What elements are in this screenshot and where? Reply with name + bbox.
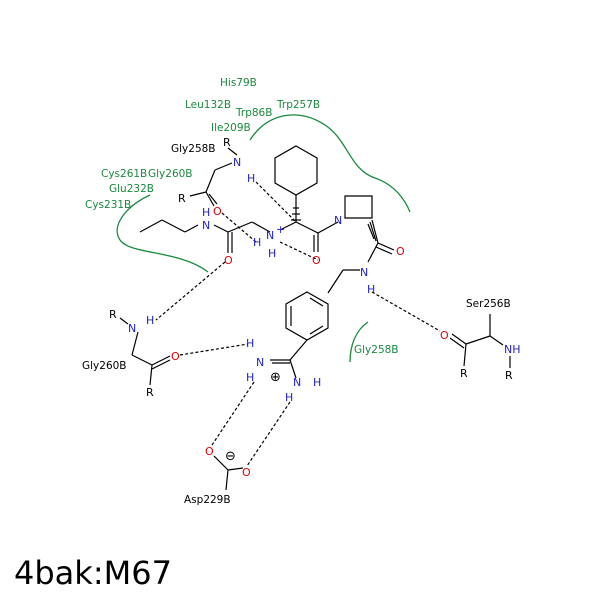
- residue-trp86b: Trp86B: [235, 107, 272, 119]
- atom-o-carbonyl: O: [312, 254, 321, 267]
- atom-o-ser256: O: [440, 329, 449, 342]
- residue-gly258b-green: Gly258B: [354, 344, 399, 356]
- hbond-7: [211, 381, 255, 446]
- atom-r-gly258-left: R: [178, 192, 186, 205]
- label-asp229b: Asp229B: [184, 494, 231, 506]
- diagram-title: 4bak:M67: [14, 554, 172, 592]
- residue-cys261b: Cys261B: [101, 168, 147, 180]
- atom-nh-ser256: NH: [504, 343, 521, 356]
- hbond-2: [221, 212, 257, 243]
- atom-h-amidine-4: H: [285, 391, 293, 404]
- atom-h-amidine-3: H: [313, 376, 321, 389]
- residue-gly260b-green: Gly260B: [148, 168, 193, 180]
- label-gly258b: Gly258B: [171, 143, 216, 155]
- residue-ile209b: Ile209B: [211, 122, 251, 134]
- atom-o-amide-right: O: [396, 245, 405, 258]
- atom-n-amide-right: N: [360, 266, 368, 279]
- atom-h-nplus-1: H: [253, 236, 261, 249]
- hbond-6: [179, 343, 249, 356]
- label-ser256b: Ser256B: [466, 298, 511, 310]
- atom-h-amidine-2: H: [246, 371, 254, 384]
- hbond-4: [155, 261, 226, 321]
- azetidine-ring: [344, 195, 373, 219]
- hbond-5: [371, 291, 441, 332]
- atom-r-ser256-right: R: [505, 369, 513, 382]
- hbond-1: [255, 181, 297, 223]
- atom-labels: R N H R O H N O N + H H O N O N H R N H …: [109, 136, 521, 479]
- atom-n-amidine-1: N: [256, 356, 264, 369]
- atom-o-asp229-1: O: [205, 445, 214, 458]
- atom-n-gly258: N: [233, 156, 241, 169]
- atom-n-plus: N: [266, 229, 274, 242]
- charge-positive: ⊕: [270, 370, 281, 385]
- benzene-ring: [285, 291, 329, 341]
- hydrophobic-arcs: [116, 114, 411, 363]
- atom-h-gly258: H: [247, 172, 255, 185]
- charge-negative: ⊖: [225, 449, 236, 464]
- atom-plus-sign: +: [276, 223, 285, 236]
- atom-h-amide-left: H: [202, 206, 210, 219]
- atom-n-azetidine: N: [334, 214, 342, 227]
- residue-leu132b: Leu132B: [185, 99, 231, 111]
- atom-r-gly260-top: R: [109, 308, 117, 321]
- atom-r-gly260-bottom: R: [146, 386, 154, 399]
- residue-trp257b: Trp257B: [276, 99, 320, 111]
- hydrogen-bonds: [155, 181, 441, 467]
- atom-o-asp229-2: O: [242, 466, 251, 479]
- atom-r-ser256-left: R: [460, 367, 468, 380]
- atom-n-amide-left: N: [202, 219, 210, 232]
- hbond-3: [279, 241, 319, 261]
- cyclohexane-ring: [274, 145, 318, 196]
- residue-his79b: His79B: [220, 77, 257, 89]
- hbond-8: [246, 401, 291, 467]
- atom-h-amide-right: H: [367, 283, 375, 296]
- residue-labels: His79B Leu132B Trp86B Trp257B Ile209B Cy…: [85, 77, 399, 356]
- atom-n-amidine-2: N: [293, 376, 301, 389]
- atom-n-gly260: N: [128, 322, 136, 335]
- atom-r-gly258-top: R: [223, 136, 231, 149]
- residue-labels-black: Gly258B Gly260B Ser256B Asp229B: [82, 143, 511, 506]
- atom-h-gly260: H: [146, 314, 154, 327]
- atom-o-gly258: O: [213, 205, 222, 218]
- atom-h-nplus-2: H: [268, 247, 276, 260]
- atom-o-amide-left: O: [224, 254, 233, 267]
- atom-h-amidine-1: H: [246, 337, 254, 350]
- arc-gly258b: [349, 321, 369, 363]
- atom-o-gly260: O: [171, 350, 180, 363]
- residue-cys231b: Cys231B: [85, 199, 131, 211]
- label-gly260b: Gly260B: [82, 360, 127, 372]
- arc-cys-glu: [116, 194, 209, 273]
- bonds: [119, 145, 511, 491]
- arc-his-leu-trp: [249, 114, 411, 213]
- residue-glu232b: Glu232B: [109, 183, 154, 195]
